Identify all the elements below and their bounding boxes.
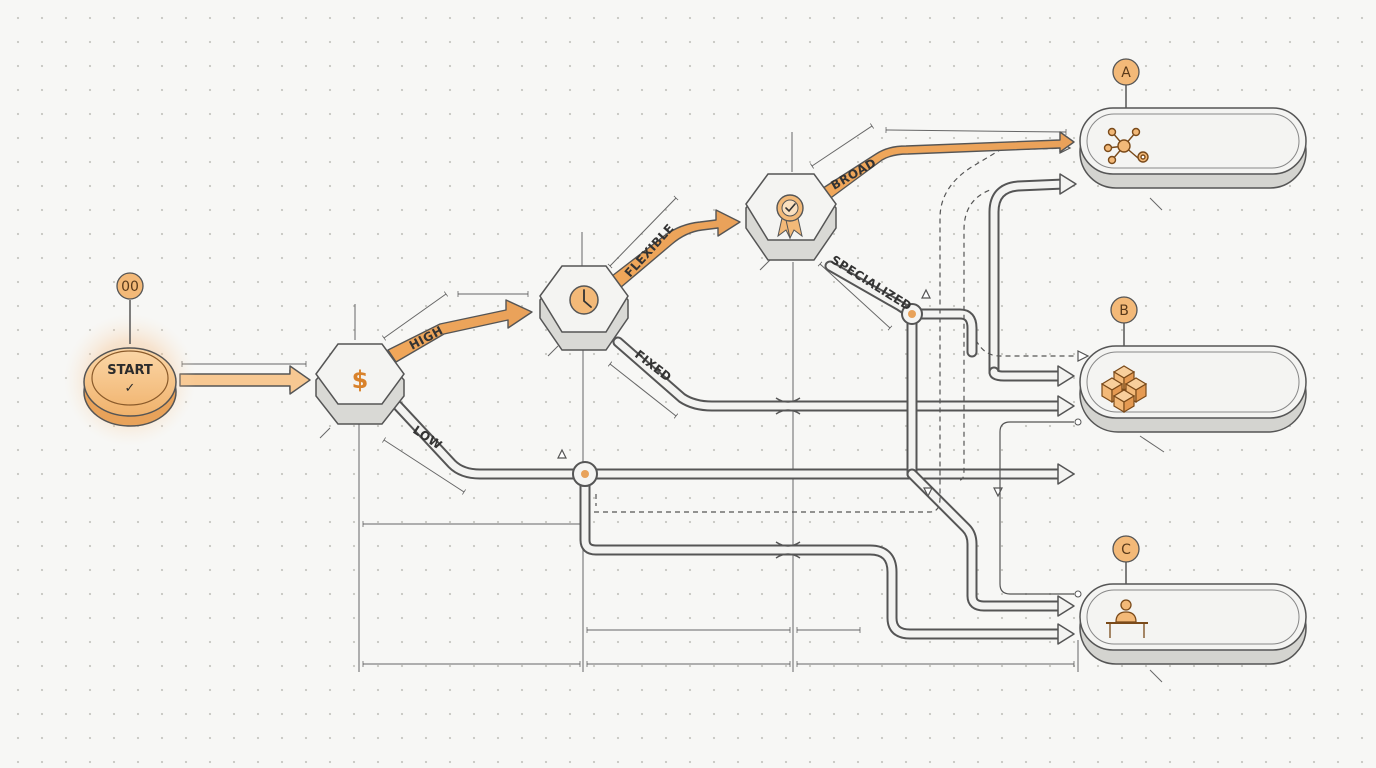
start-label: START [107, 363, 153, 378]
outcome-c-badge-text: C [1121, 542, 1131, 558]
award-badge-icon [776, 194, 804, 240]
outcome-b-badge: B [1110, 296, 1138, 346]
dashed-feedback-lines [594, 147, 1080, 513]
branch-label-flexible: FLEXIBLE [622, 221, 677, 280]
check-icon: ✓ [125, 381, 136, 396]
outcome-b[interactable] [1079, 345, 1307, 433]
branch-label-broad: BROAD [829, 155, 879, 192]
junction-nodes [572, 303, 1082, 598]
outcome-a-badge-text: A [1121, 65, 1131, 81]
outcome-a-badge: A [1112, 58, 1140, 108]
decision-node-time[interactable] [539, 265, 629, 351]
branch-label-high: HIGH [407, 323, 446, 352]
start-node[interactable]: START ✓ [64, 314, 196, 446]
stacked-boxes-icon [1100, 365, 1148, 414]
dimension-lines [181, 123, 1165, 683]
clock-icon [569, 285, 599, 315]
outcome-b-badge-text: B [1119, 303, 1129, 319]
orange-flow-paths [179, 131, 1075, 395]
outcome-c-badge: C [1112, 535, 1140, 584]
network-gear-icon [1103, 127, 1149, 165]
gray-flow-paths [392, 178, 1070, 640]
crossover-marks [775, 397, 801, 559]
decision-node-cost[interactable]: $ [315, 343, 405, 425]
start-badge: 00 [116, 272, 144, 344]
outcome-a[interactable] [1079, 107, 1307, 189]
thin-connector-c [999, 421, 1074, 595]
decision-node-scope[interactable] [745, 173, 837, 261]
person-at-desk-icon [1106, 599, 1148, 638]
dollar-icon: $ [352, 366, 369, 394]
outcome-c[interactable] [1079, 583, 1307, 665]
start-badge-text: 00 [121, 279, 139, 295]
branch-label-low: LOW [410, 423, 444, 453]
